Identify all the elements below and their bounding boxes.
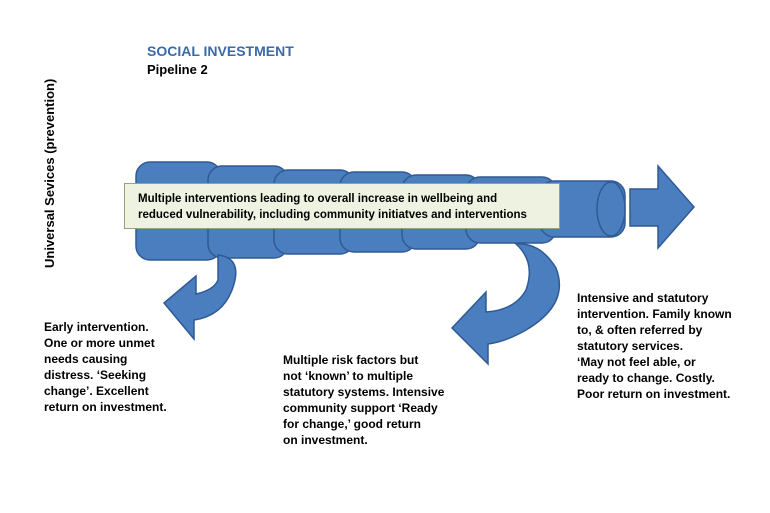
pipe-end-cap [596,181,626,237]
note-line: on investment. [283,433,368,447]
right-curved-arrow [450,243,561,366]
note-line: change’. Excellent [44,384,149,398]
note-line: One or more unmet [44,336,155,350]
note-line: needs causing [44,352,128,366]
intensive-intervention-note: Intensive and statutory intervention. Fa… [577,290,732,402]
left-curved-arrow [162,254,237,342]
note-line: for change,’ good return [283,417,422,431]
note-line: ‘May not feel able, or [577,355,696,369]
forward-arrow [629,164,695,250]
note-line: distress. ‘Seeking [44,368,147,382]
note-line: statutory services. [577,339,684,353]
callout-line-2: reduced vulnerability, including communi… [138,209,527,221]
note-line: return on investment. [44,400,167,414]
diagram-title: SOCIAL INVESTMENT [147,43,294,59]
diagram-subtitle: Pipeline 2 [147,62,208,77]
note-line: Intensive and statutory [577,291,709,305]
pipeline-callout: Multiple interventions leading to overal… [124,183,560,229]
note-line: Early intervention. [44,320,149,334]
note-line: statutory systems. Intensive [283,385,445,399]
risk-factors-note: Multiple risk factors but not ‘known’ to… [283,352,444,448]
note-line: not ‘known’ to multiple [283,369,413,383]
early-intervention-note: Early intervention. One or more unmet ne… [44,319,167,415]
note-line: Poor return on investment. [577,387,731,401]
note-line: to, & often referred by [577,323,703,337]
note-line: Multiple risk factors but [283,353,419,367]
note-line: community support ‘Ready [283,401,438,415]
note-line: ready to change. Costly. [577,371,715,385]
callout-line-1: Multiple interventions leading to overal… [138,193,498,205]
note-line: intervention. Family known [577,307,732,321]
